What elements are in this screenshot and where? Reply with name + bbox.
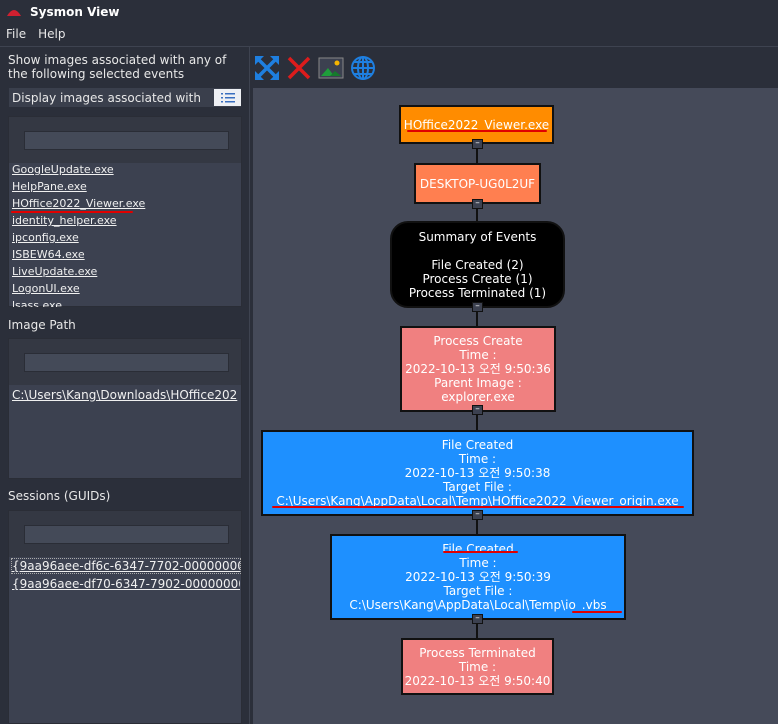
collapse-button[interactable]: – bbox=[472, 199, 483, 209]
list-view-button[interactable] bbox=[214, 89, 241, 106]
image-list-item[interactable]: HOffice2022_Viewer.exe bbox=[12, 197, 146, 210]
event-line: Time : bbox=[458, 452, 497, 466]
image-path-search-input[interactable] bbox=[24, 353, 229, 372]
image-path-item[interactable]: C:\Users\Kang\Downloads\HOffice202 bbox=[12, 388, 238, 402]
sessions-panel: {9aa96aee-df6c-6347-7702-00000000100 {9a… bbox=[8, 510, 242, 724]
annotation-underline bbox=[272, 506, 684, 508]
event-line: 2022-10-13 오전 9:50:38 bbox=[404, 466, 551, 480]
annotation-underline bbox=[11, 211, 133, 213]
image-list-item[interactable]: identity_helper.exe bbox=[12, 214, 117, 227]
divider bbox=[0, 46, 778, 47]
annotation-underline bbox=[572, 611, 622, 613]
close-icon[interactable] bbox=[286, 55, 312, 81]
globe-icon[interactable] bbox=[350, 55, 376, 81]
menu-bar: File Help bbox=[0, 27, 65, 45]
display-images-combo[interactable]: Display images associated with bbox=[9, 88, 241, 107]
image-list-item[interactable]: HelpPane.exe bbox=[12, 180, 87, 193]
event-line: Parent Image : bbox=[434, 376, 522, 390]
event-line: 2022-10-13 오전 9:50:36 bbox=[405, 362, 551, 376]
collapse-button[interactable]: – bbox=[472, 510, 483, 520]
summary-line: Summary of Events bbox=[418, 229, 537, 244]
images-search-input[interactable] bbox=[24, 131, 229, 150]
sessions-search-input[interactable] bbox=[24, 525, 229, 544]
image-list-item[interactable]: ipconfig.exe bbox=[12, 231, 79, 244]
image-path-label: Image Path bbox=[8, 318, 76, 332]
image-icon[interactable] bbox=[318, 55, 344, 81]
session-item[interactable]: {9aa96aee-df70-6347-7902-0000000010 bbox=[12, 577, 240, 591]
expand-icon[interactable] bbox=[254, 55, 280, 81]
session-item[interactable]: {9aa96aee-df6c-6347-7702-00000000100 bbox=[11, 558, 241, 574]
image-list-item[interactable]: ISBEW64.exe bbox=[12, 248, 85, 261]
node-text: HOffice2022_Viewer.exe bbox=[403, 117, 550, 132]
image-list-item[interactable]: LiveUpdate.exe bbox=[12, 265, 98, 278]
event-line: 2022-10-13 오전 9:50:40 bbox=[404, 673, 551, 688]
menu-help[interactable]: Help bbox=[38, 27, 66, 41]
summary-line: File Created (2) bbox=[431, 257, 524, 272]
filter-heading: Show images associated with any of the f… bbox=[8, 53, 227, 81]
menu-file[interactable]: File bbox=[6, 27, 27, 41]
event-line: File Created bbox=[442, 542, 514, 556]
image-list-item[interactable]: GoogleUpdate.exe bbox=[12, 163, 114, 176]
sysmon-logo-icon bbox=[7, 10, 21, 16]
combo-label: Display images associated with bbox=[12, 90, 201, 105]
event-line: Target File : bbox=[443, 584, 513, 598]
event-line: Time : bbox=[459, 556, 497, 570]
collapse-button[interactable]: – bbox=[472, 614, 483, 624]
list-icon bbox=[220, 92, 235, 102]
summary-line: Process Create (1) bbox=[422, 271, 533, 286]
event-line: Time : bbox=[458, 659, 497, 674]
event-line: 2022-10-13 오전 9:50:39 bbox=[405, 570, 551, 584]
event-line: Process Terminated bbox=[419, 645, 536, 660]
event-line: Time : bbox=[459, 348, 497, 362]
event-line: File Created bbox=[441, 438, 514, 452]
node-text: DESKTOP-UG0L2UF bbox=[419, 176, 536, 191]
event-line: Process Create bbox=[433, 334, 523, 348]
graph-toolbar bbox=[254, 55, 376, 81]
image-node[interactable]: HOffice2022_Viewer.exe bbox=[399, 105, 554, 144]
image-list-item[interactable]: lsass.exe bbox=[12, 299, 62, 307]
event-line: Target File : bbox=[443, 480, 512, 494]
event-line: explorer.exe bbox=[441, 390, 515, 404]
image-list-item[interactable]: LogonUI.exe bbox=[12, 282, 80, 295]
window-title: Sysmon View bbox=[30, 5, 120, 19]
collapse-button[interactable]: – bbox=[472, 139, 483, 149]
summary-line: Process Terminated (1) bbox=[408, 285, 547, 300]
sessions-label: Sessions (GUIDs) bbox=[8, 489, 111, 503]
annotation-underline bbox=[407, 130, 547, 132]
event-line: C:\Users\Kang\AppData\Local\Temp\io_.vbs bbox=[349, 598, 607, 612]
title-bar: Sysmon View bbox=[0, 0, 778, 24]
image-path-panel: C:\Users\Kang\Downloads\HOffice202 bbox=[8, 338, 242, 479]
collapse-button[interactable]: – bbox=[472, 302, 483, 312]
annotation-underline bbox=[443, 551, 518, 553]
event-line: C:\Users\Kang\AppData\Local\Temp\HOffice… bbox=[276, 494, 679, 508]
collapse-button[interactable]: – bbox=[472, 405, 483, 415]
left-pane: Show images associated with any of the f… bbox=[0, 47, 250, 724]
host-node[interactable]: DESKTOP-UG0L2UF bbox=[414, 163, 541, 204]
